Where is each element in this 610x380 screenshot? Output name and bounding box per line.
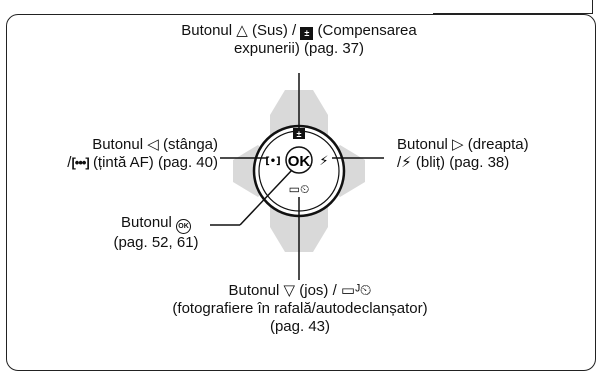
left-label-text: Butonul (92, 136, 144, 153)
ok-small-icon: OK (176, 219, 192, 234)
right-button-label: Butonul ▷ (dreapta) /⚡ (bliț) (pag. 38) (397, 136, 597, 172)
right-line2-prefix: / (397, 154, 402, 171)
up-button-label: Butonul △ (Sus) / ± (Compensarea expuner… (132, 22, 466, 58)
up-name-text: (Sus) / (252, 22, 297, 39)
right-line2-suffix: (bliț) (pag. 38) (415, 154, 510, 171)
exposure-icon-glyph: ± (297, 129, 302, 139)
up-label-text: Butonul (181, 22, 233, 39)
left-line2-prefix: / (67, 154, 72, 171)
ok-label-text: Butonul (120, 214, 172, 231)
right-arrow-icon: ▷ (452, 136, 464, 153)
right-name-text: (dreapta) (467, 136, 529, 153)
ok-button-label: OK (288, 153, 311, 170)
ok-button-callout: Butonul OK (pag. 52, 61) (104, 214, 208, 252)
down-arrow-icon: ▽ (283, 282, 296, 299)
leader-line-ok-diagonal (239, 169, 293, 226)
left-button-label: Butonul ◁ (stânga) /[•••] (țintă AF) (pa… (10, 136, 218, 172)
up-line2: expunerii) (pag. 37) (233, 40, 365, 57)
left-name-text: (stânga) (162, 136, 218, 153)
flash-icon: ⚡ (319, 154, 328, 169)
exposure-compensation-icon-text: ± (300, 27, 314, 40)
down-line3: (pag. 43) (269, 318, 331, 335)
down-label-text: Butonul (228, 282, 280, 299)
sequential-selftimer-icon: ▭⏲ (289, 182, 310, 196)
up-suffix-text: (Compensarea (317, 22, 417, 39)
ok-button[interactable] (285, 146, 313, 174)
right-label-text: Butonul (397, 136, 448, 153)
exposure-compensation-icon (293, 128, 305, 139)
down-line2: (fotografiere în rafală/autodeclanșator) (172, 300, 428, 317)
left-line2-suffix: (țintă AF) (pag. 40) (92, 154, 218, 171)
page-tab-outline (433, 0, 593, 14)
down-button-label: Butonul ▽ (jos) / ▭ᴶ⏲ (fotografiere în r… (120, 282, 480, 336)
left-arrow-icon: ◁ (147, 136, 159, 153)
af-target-icon: [•] (265, 156, 281, 167)
ok-line2: (pag. 52, 61) (113, 234, 199, 251)
up-arrow-icon: △ (236, 22, 248, 39)
af-target-icon-text: [•••] (71, 155, 89, 170)
diagram-frame (6, 14, 596, 371)
down-name-text: (jos) / (299, 282, 337, 299)
flash-icon-text: ⚡ (401, 154, 412, 171)
sequential-selftimer-icon-text: ▭ᴶ⏲ (340, 282, 372, 299)
